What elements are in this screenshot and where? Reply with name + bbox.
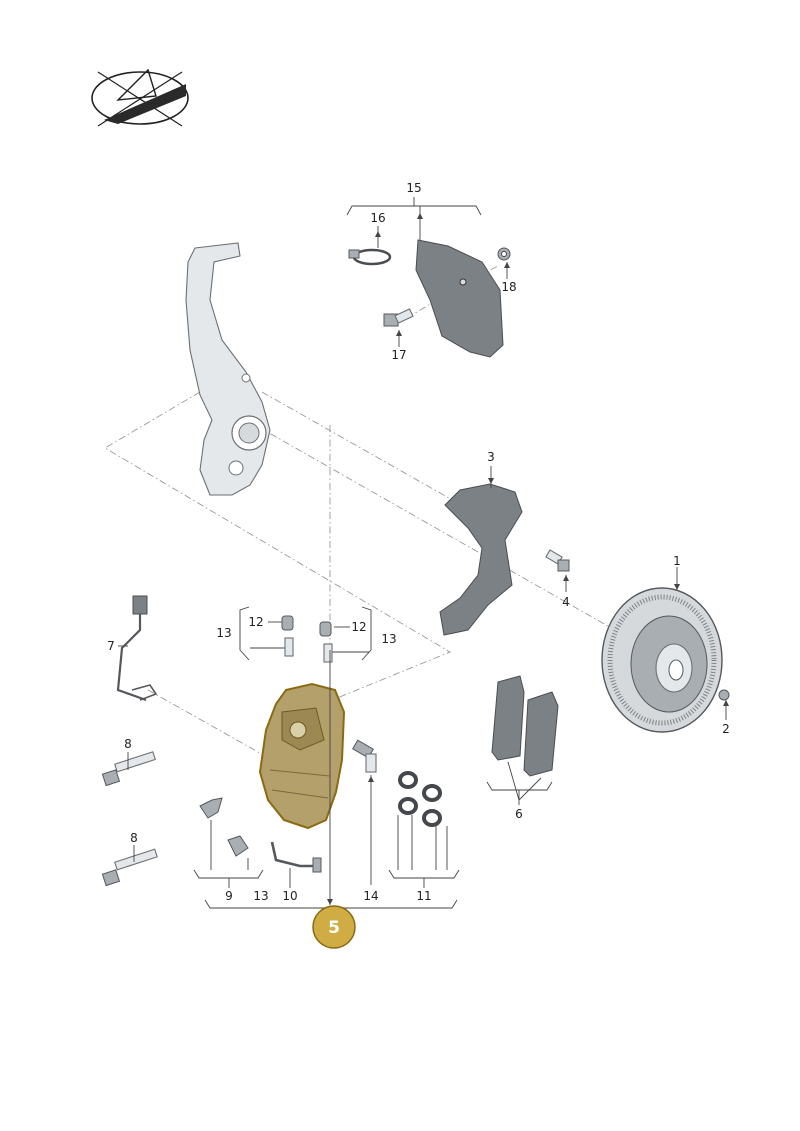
- guide-bolt-lower-part: 8: [101, 831, 158, 887]
- seal-kit-part: 11: [388, 771, 460, 903]
- shield-assembly-group: 15: [346, 181, 504, 358]
- label-2: 2: [722, 722, 730, 736]
- brake-hose-part: 10: [270, 841, 322, 903]
- label-7: 7: [107, 639, 115, 653]
- wear-sensor-part: 7: [107, 595, 158, 702]
- brake-caliper-part: [258, 682, 346, 830]
- brake-disc-part: 1: [601, 554, 723, 733]
- label-10: 10: [282, 889, 297, 903]
- steering-knuckle: [185, 242, 271, 496]
- shield-bolt-part: 17: [383, 308, 414, 362]
- label-5: 5: [328, 918, 340, 938]
- label-8-lower: 8: [130, 831, 138, 845]
- vw-diagram-logo-icon: [91, 68, 189, 127]
- bleeder-group-right: 13 12: [319, 606, 397, 663]
- label-1: 1: [673, 554, 681, 568]
- clamp-part: 16: [348, 211, 392, 266]
- splash-plate-part: 3: [439, 450, 523, 636]
- splash-shield: [415, 239, 504, 358]
- guide-bolt-upper-part: 8: [101, 737, 156, 787]
- label-13-right: 13: [381, 632, 396, 646]
- splash-bolt-part: 4: [545, 549, 570, 609]
- label-13-left: 13: [216, 626, 231, 640]
- retaining-spring-part: 9 13: [193, 797, 269, 903]
- label-12-right: 12: [351, 620, 366, 634]
- label-12-left: 12: [248, 615, 263, 629]
- label-11: 11: [416, 889, 431, 903]
- disc-screw-part: 2: [718, 689, 730, 736]
- bleeder-group-left: 13 12: [216, 606, 294, 661]
- shield-nut-part: 18: [497, 247, 517, 294]
- label-17: 17: [391, 348, 406, 362]
- label-18: 18: [501, 280, 516, 294]
- label-9: 9: [225, 889, 233, 903]
- assembly-guide-lines: [104, 264, 651, 771]
- label-14: 14: [363, 889, 378, 903]
- label-16: 16: [370, 211, 385, 225]
- label-4: 4: [562, 595, 570, 609]
- label-8-upper: 8: [124, 737, 132, 751]
- label-13-bottom: 13: [253, 889, 268, 903]
- label-15: 15: [406, 181, 421, 195]
- label-6: 6: [515, 807, 523, 821]
- label-3: 3: [487, 450, 495, 464]
- caliper-callout-badge[interactable]: 5: [312, 905, 356, 949]
- brake-pads-part: 6: [486, 675, 559, 821]
- caliper-bolt-part: 14: [352, 739, 379, 903]
